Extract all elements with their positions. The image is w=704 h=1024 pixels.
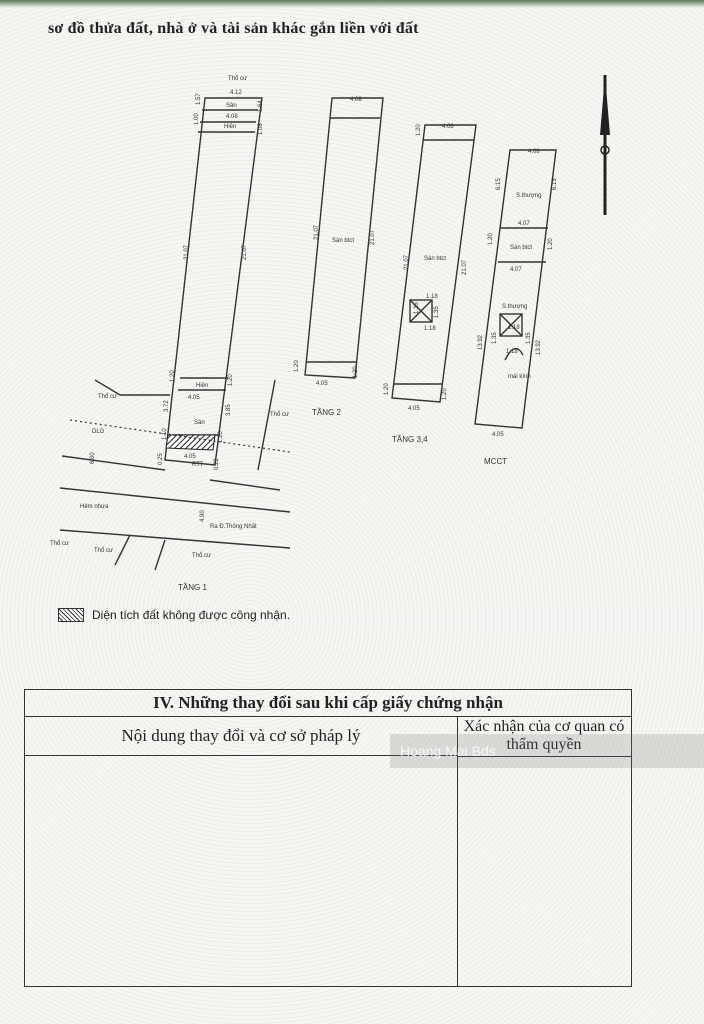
f1-dim-19: 4.90 <box>200 510 206 522</box>
mcct-dim-9: 1.35 <box>526 332 532 344</box>
floor34-outline <box>391 124 477 403</box>
f1-dim-6: 21.07 <box>184 244 190 260</box>
f1-label-1: Sân <box>226 103 237 109</box>
f34-dim-1: 1.20 <box>416 124 422 136</box>
unrecognized-area-hatch <box>165 434 216 451</box>
floor2-title: TẦNG 2 <box>312 407 341 417</box>
f1-label-4: Sân <box>194 420 205 426</box>
floor34-title: TẦNG 3,4 <box>392 434 428 444</box>
mcct-dim-10: 1.18 <box>506 349 518 355</box>
f1-label-3: Hiên <box>196 383 208 389</box>
mcct-dim-13: 4.05 <box>492 432 504 438</box>
f1-label-6: Thổ cư <box>98 393 117 400</box>
f1-label-11: Thổ cư <box>50 540 69 547</box>
f2-label-0: Sàn btct <box>332 238 354 244</box>
column-divider <box>457 717 458 986</box>
mcct-outline <box>474 149 557 429</box>
floor2-outline <box>304 97 384 379</box>
f1-label-7: Thổ cư <box>270 411 289 418</box>
floor1-outline <box>164 97 263 466</box>
f34-dim-7: 1.18 <box>424 326 436 332</box>
mcct-title: MCCT <box>484 457 507 466</box>
column-header-confirmation: Xác nhận của cơ quan có thẩm quyền <box>457 717 631 757</box>
f1-label-5: RTT <box>192 462 204 468</box>
f1-dim-16: 0.25 <box>158 453 164 465</box>
f2-dim-1: 21.07 <box>314 224 320 240</box>
mcct-label-3: mái kính <box>508 374 531 380</box>
mcct-label-2: S.thượng <box>502 304 527 310</box>
mcct-dim-1: 6.15 <box>496 178 502 190</box>
mcct-dim-6: 4.07 <box>510 267 522 273</box>
f1-dim-2: 1.57 <box>196 93 202 105</box>
f1-dim-15: 4.05 <box>184 454 196 460</box>
table-title: IV. Những thay đổi sau khi cấp giấy chứn… <box>25 690 631 717</box>
f1-dim-9: 1.20 <box>228 374 234 386</box>
watermark: Hoang Mai Bds <box>390 734 704 768</box>
floor1-title: TẦNG 1 <box>178 582 207 592</box>
legend: Diện tích đất không được công nhận. <box>58 608 290 622</box>
f34-dim-6: 1.35 <box>434 306 440 318</box>
f2-dim-3: 1.20 <box>294 360 300 372</box>
f1-label-0: Thổ cư <box>228 75 247 82</box>
f34-dim-9: 1.20 <box>442 388 448 400</box>
mcct-dim-2: 6.15 <box>552 178 558 190</box>
f1-dim-3: 1.64 <box>258 100 264 112</box>
f1-label-13: Thổ cư <box>192 552 211 559</box>
f1-dim-8: 1.20 <box>170 370 176 382</box>
f1-dim-0: 4.12 <box>230 90 242 96</box>
f2-dim-4: 1.20 <box>353 366 359 378</box>
f1-dim-14: 1.10 <box>218 431 224 443</box>
mcct-dim-4: 1.20 <box>488 233 494 245</box>
f1-dim-10: 4.05 <box>188 395 200 401</box>
f2-dim-0: 4.08 <box>350 97 362 103</box>
f1-dim-11: 3.72 <box>164 400 170 412</box>
f1-label-9: Hẻm nhựa <box>80 504 109 510</box>
mcct-dim-0: 4.08 <box>528 149 540 155</box>
hatch-swatch <box>58 608 84 622</box>
f1-label-8: DLG <box>92 429 105 435</box>
f1-dim-13: 1.10 <box>162 428 168 440</box>
mcct-dim-3: 4.07 <box>518 221 530 227</box>
f2-dim-2: 21.07 <box>370 229 376 245</box>
f1-dim-1: 4.08 <box>226 114 238 120</box>
f34-dim-4: 1.18 <box>426 294 438 300</box>
mcct-dim-7: 1.18 <box>508 325 520 331</box>
f1-label-10: Ra Đ.Thống Nhất <box>210 524 257 530</box>
column-header-changes: Nội dung thay đổi và cơ sở pháp lý <box>25 717 457 756</box>
dlg-line <box>69 419 291 453</box>
page-top-edge <box>0 0 704 8</box>
f34-dim-5: 1.35 <box>414 302 420 314</box>
north-arrow-icon <box>600 75 610 215</box>
mcct-dim-8: 1.35 <box>492 332 498 344</box>
f34-dim-10: 4.05 <box>408 406 420 412</box>
legend-label: Diện tích đất không được công nhận. <box>92 608 291 622</box>
mcct-dim-12: 13.92 <box>536 339 542 355</box>
f1-dim-4: 1.00 <box>194 113 200 125</box>
f1-label-12: Thổ cư <box>94 547 113 554</box>
f34-dim-2: 21.07 <box>404 254 410 270</box>
f1-dim-5: 1.08 <box>258 123 264 135</box>
f34-dim-8: 1.20 <box>384 383 390 395</box>
changes-table: IV. Những thay đổi sau khi cấp giấy chứn… <box>24 689 632 987</box>
floor-plan-drawing: Thổ cư 4.12 Sân 4.08 Hiên 1.57 1.64 1.00… <box>50 75 610 592</box>
mcct-dim-5: 1.20 <box>548 238 554 250</box>
mcct-label-0: S.thượng <box>516 193 541 199</box>
f1-dim-7: 21.07 <box>242 244 248 260</box>
f34-label-0: Sàn btct <box>424 256 446 262</box>
f1-dim-18: 6.00 <box>90 452 96 464</box>
mcct-dim-11: 13.92 <box>478 334 484 350</box>
f2-dim-5: 4.05 <box>316 381 328 387</box>
f1-label-2: Hiên <box>224 124 236 130</box>
f1-dim-17: 0.22 <box>214 458 220 470</box>
mcct-label-1: Sàn btct <box>510 245 532 251</box>
f34-dim-3: 21.07 <box>462 259 468 275</box>
page-heading: sơ đồ thửa đất, nhà ở và tài sản khác gắ… <box>48 20 419 37</box>
f1-dim-12: 3.85 <box>226 404 232 416</box>
f34-dim-0: 4.08 <box>442 124 454 130</box>
